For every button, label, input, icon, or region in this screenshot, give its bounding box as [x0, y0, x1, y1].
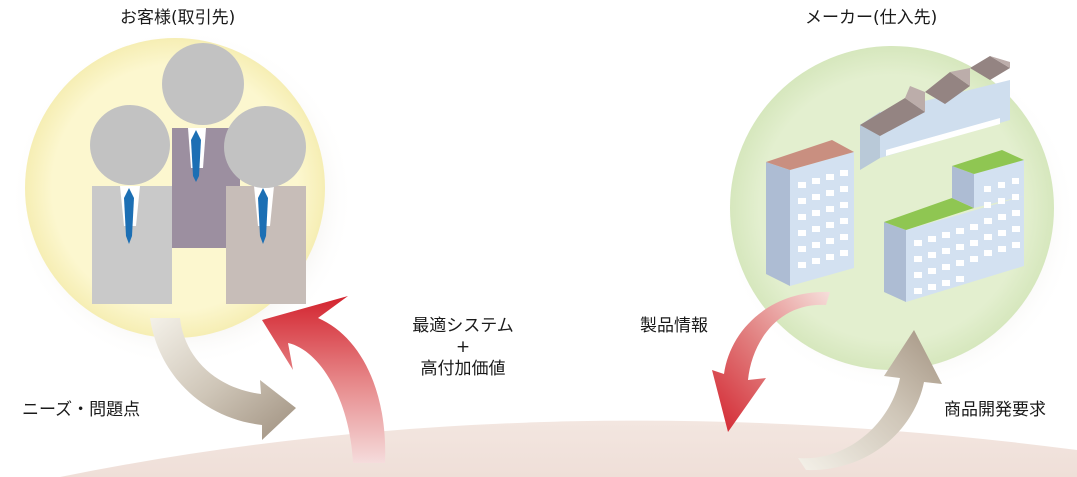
needs-label: ニーズ・問題点: [22, 400, 141, 420]
product-info-label: 製品情報: [640, 316, 708, 336]
optimal-line1: 最適システム: [412, 316, 514, 336]
optimal-line2: 高付加価値: [420, 358, 506, 379]
businesspeople-group-icon: [90, 43, 306, 304]
customer-title: お客様(取引先): [120, 8, 236, 28]
optimal-plus: +: [455, 337, 471, 358]
ground-arc: [60, 420, 1077, 477]
factory-buildings-icon: [766, 56, 1024, 302]
product-info-arrow: [712, 291, 830, 432]
needs-arrow: [150, 318, 296, 440]
optimal-system-arrow: [262, 296, 386, 463]
dev-request-label: 商品開発要求: [944, 400, 1046, 420]
maker-title: メーカー(仕入先): [805, 8, 938, 28]
optimal-system-label: 最適システム + 高付加価値: [398, 316, 528, 380]
dev-request-arrow: [798, 330, 942, 471]
